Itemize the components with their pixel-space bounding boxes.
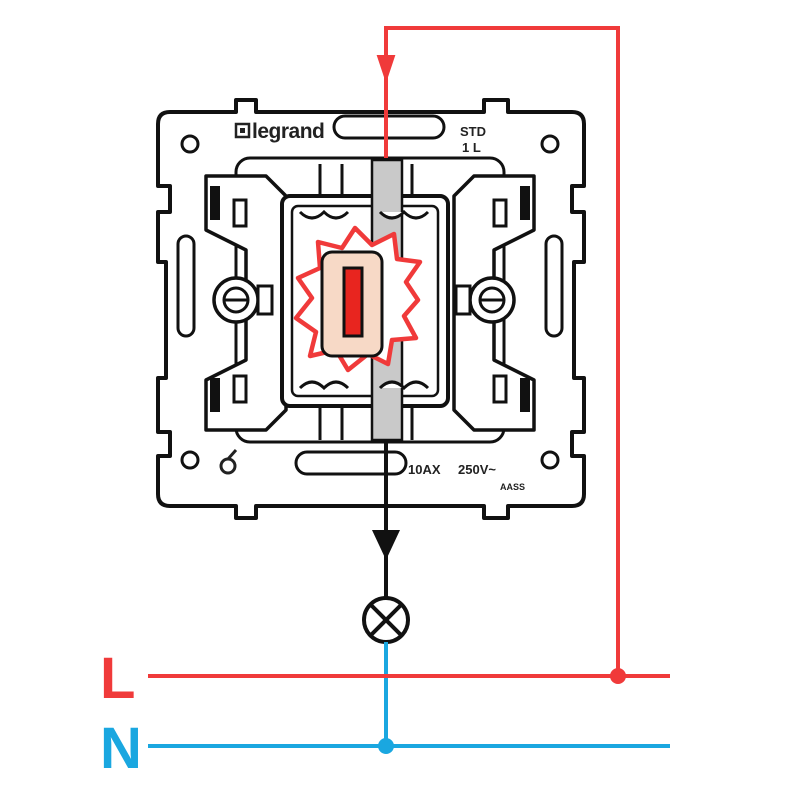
model-line-2: 1 L bbox=[462, 140, 481, 155]
load-arrow-icon bbox=[372, 530, 400, 560]
line-junction bbox=[610, 668, 626, 684]
line-arrow-icon bbox=[376, 55, 396, 84]
line-label: L bbox=[100, 646, 135, 711]
indicator-lamp bbox=[342, 266, 364, 338]
legrand-logo: legrand bbox=[234, 120, 325, 143]
ground-symbol-icon bbox=[219, 449, 238, 475]
rating-current: 10AX bbox=[408, 462, 441, 477]
rating-voltage: 250V~ bbox=[458, 462, 496, 477]
brand-name: legrand bbox=[252, 120, 324, 143]
device-code: AASS bbox=[500, 482, 525, 492]
model-line-1: STD bbox=[460, 124, 486, 139]
switch-mechanism: legrand STD 1 L 10AX 250V~ AASS bbox=[156, 98, 586, 520]
neutral-junction bbox=[378, 738, 394, 754]
neutral-label: N bbox=[100, 716, 142, 781]
line-wire-feed bbox=[384, 26, 620, 676]
lamp-icon bbox=[362, 596, 410, 644]
